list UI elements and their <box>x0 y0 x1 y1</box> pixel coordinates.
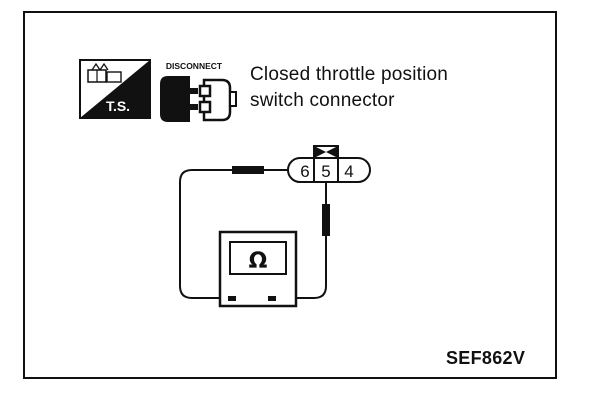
probe-tip-right <box>322 204 330 236</box>
ohm-symbol: Ω <box>249 249 268 274</box>
connector-housing: 6 5 4 <box>287 145 371 183</box>
disconnect-label: DISCONNECT <box>166 61 223 71</box>
test-symbol-label: T.S. <box>106 98 130 114</box>
caption-line-1: Closed throttle position <box>250 64 449 85</box>
connector-caption: Closed throttle position switch connecto… <box>250 62 550 114</box>
probe-tip-left <box>232 166 264 174</box>
test-symbol-icon: T.S. <box>79 59 151 119</box>
probe-lead-right <box>272 182 330 299</box>
caption-line-2: switch connector <box>250 90 395 111</box>
meter-jack-right <box>268 296 276 301</box>
probe-lead-left <box>179 166 288 299</box>
ohmmeter-icon: Ω <box>218 230 298 308</box>
meter-jack-left <box>228 296 236 301</box>
disconnect-connector-icon: DISCONNECT <box>160 61 237 122</box>
diagram-frame <box>23 11 557 379</box>
figure-code: SEF862V <box>446 348 526 368</box>
terminal-5-label: 5 <box>321 162 330 181</box>
terminal-4-label: 4 <box>344 162 353 181</box>
terminal-6-label: 6 <box>300 162 309 181</box>
